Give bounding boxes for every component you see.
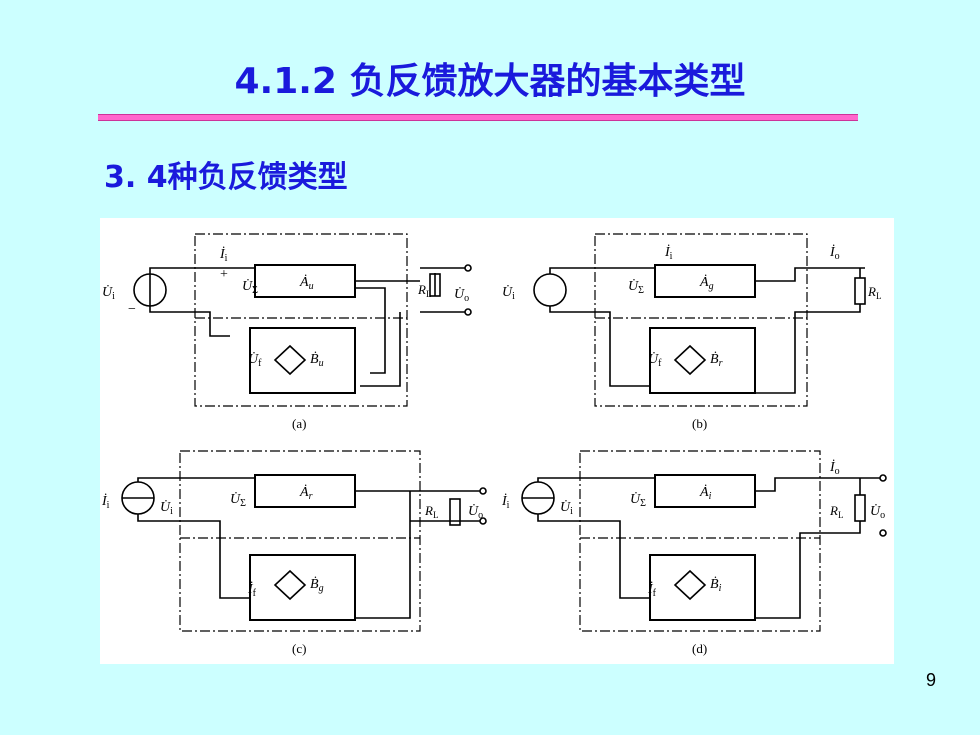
caption-a: (a): [292, 416, 306, 431]
circuit-d: İi U̇i Ȧi U̇Σ İf Ḃi RL U̇o İo (d): [501, 450, 887, 656]
load-resistor-icon: [449, 498, 461, 526]
circuit-b: İi U̇i Ȧg U̇Σ U̇f Ḃr RL İo (b): [502, 233, 881, 431]
title-underline: [98, 114, 858, 121]
label-rl: RL: [829, 503, 843, 520]
label-usum: U̇Σ: [630, 491, 646, 509]
label-io: İo: [829, 244, 840, 262]
output-terminal-icon: [879, 529, 887, 537]
slide-title: 4.1.2 负反馈放大器的基本类型: [234, 61, 746, 102]
amplifier-boundary: [594, 233, 808, 407]
amplifier-block: [254, 474, 356, 508]
label-ui: U̇i: [502, 284, 515, 302]
output-terminal-icon: [879, 474, 887, 482]
amplifier-boundary: [194, 233, 408, 407]
label-ui: U̇i: [560, 499, 573, 517]
circuit-a: İi + U̇i − Ȧu U̇Σ U̇f Ḃu RL U̇o (a): [102, 233, 472, 431]
amp-label: Ȧi: [699, 484, 712, 502]
label-ui: U̇i: [102, 284, 115, 302]
feedback-block: [649, 327, 756, 394]
load-resistor-icon: [854, 494, 866, 522]
dependent-source-icon: [673, 344, 707, 376]
label-rl: RL: [867, 284, 881, 301]
load-resistor-icon: [854, 277, 866, 305]
label-usum: U̇Σ: [628, 278, 644, 296]
caption-b: (b): [692, 416, 707, 431]
label-if: İf: [647, 581, 657, 599]
amplifier-block: [654, 264, 756, 298]
page-number: 9: [926, 670, 937, 690]
load-resistor-icon: [429, 273, 441, 297]
label-ii: İi: [664, 244, 673, 262]
amplifier-block: [254, 264, 356, 298]
label-uo: U̇o: [870, 503, 885, 521]
section-heading: 3. 4种负反馈类型: [104, 160, 348, 195]
dependent-source-icon: [673, 569, 707, 601]
label-ii: İi: [219, 246, 228, 264]
circuit-diagrams: İi + U̇i − Ȧu U̇Σ U̇f Ḃu RL U̇o (a) İi U…: [101, 233, 887, 656]
dependent-source-icon: [273, 344, 307, 376]
label-uo: U̇o: [454, 286, 469, 304]
label-if: İf: [247, 581, 257, 599]
output-terminal-icon: [464, 264, 472, 272]
voltage-source-icon: [533, 273, 567, 307]
caption-c: (c): [292, 641, 306, 656]
circuit-c: İi U̇i Ȧr U̇Σ İf Ḃg RL U̇o (c): [101, 450, 487, 656]
label-ui: U̇i: [160, 499, 173, 517]
label-uo: U̇o: [468, 503, 483, 521]
label-usum: U̇Σ: [230, 491, 246, 509]
label-ii: İi: [101, 493, 110, 511]
caption-d: (d): [692, 641, 707, 656]
output-terminal-icon: [464, 308, 472, 316]
minus-sign: −: [128, 302, 136, 317]
amplifier-boundary: [579, 450, 821, 632]
label-rl: RL: [424, 503, 438, 520]
label-io: İo: [829, 459, 840, 477]
output-terminal-icon: [479, 487, 487, 495]
label-ii: İi: [501, 493, 510, 511]
fb-label: Ḃi: [710, 576, 722, 594]
plus-sign: +: [220, 267, 228, 282]
feedback-block: [249, 327, 356, 394]
dependent-source-icon: [273, 569, 307, 601]
feedback-types-figure: İi + U̇i − Ȧu U̇Σ U̇f Ḃu RL U̇o (a) İi U…: [100, 218, 894, 664]
output-terminal-icon: [479, 517, 487, 525]
amplifier-boundary: [179, 450, 421, 632]
